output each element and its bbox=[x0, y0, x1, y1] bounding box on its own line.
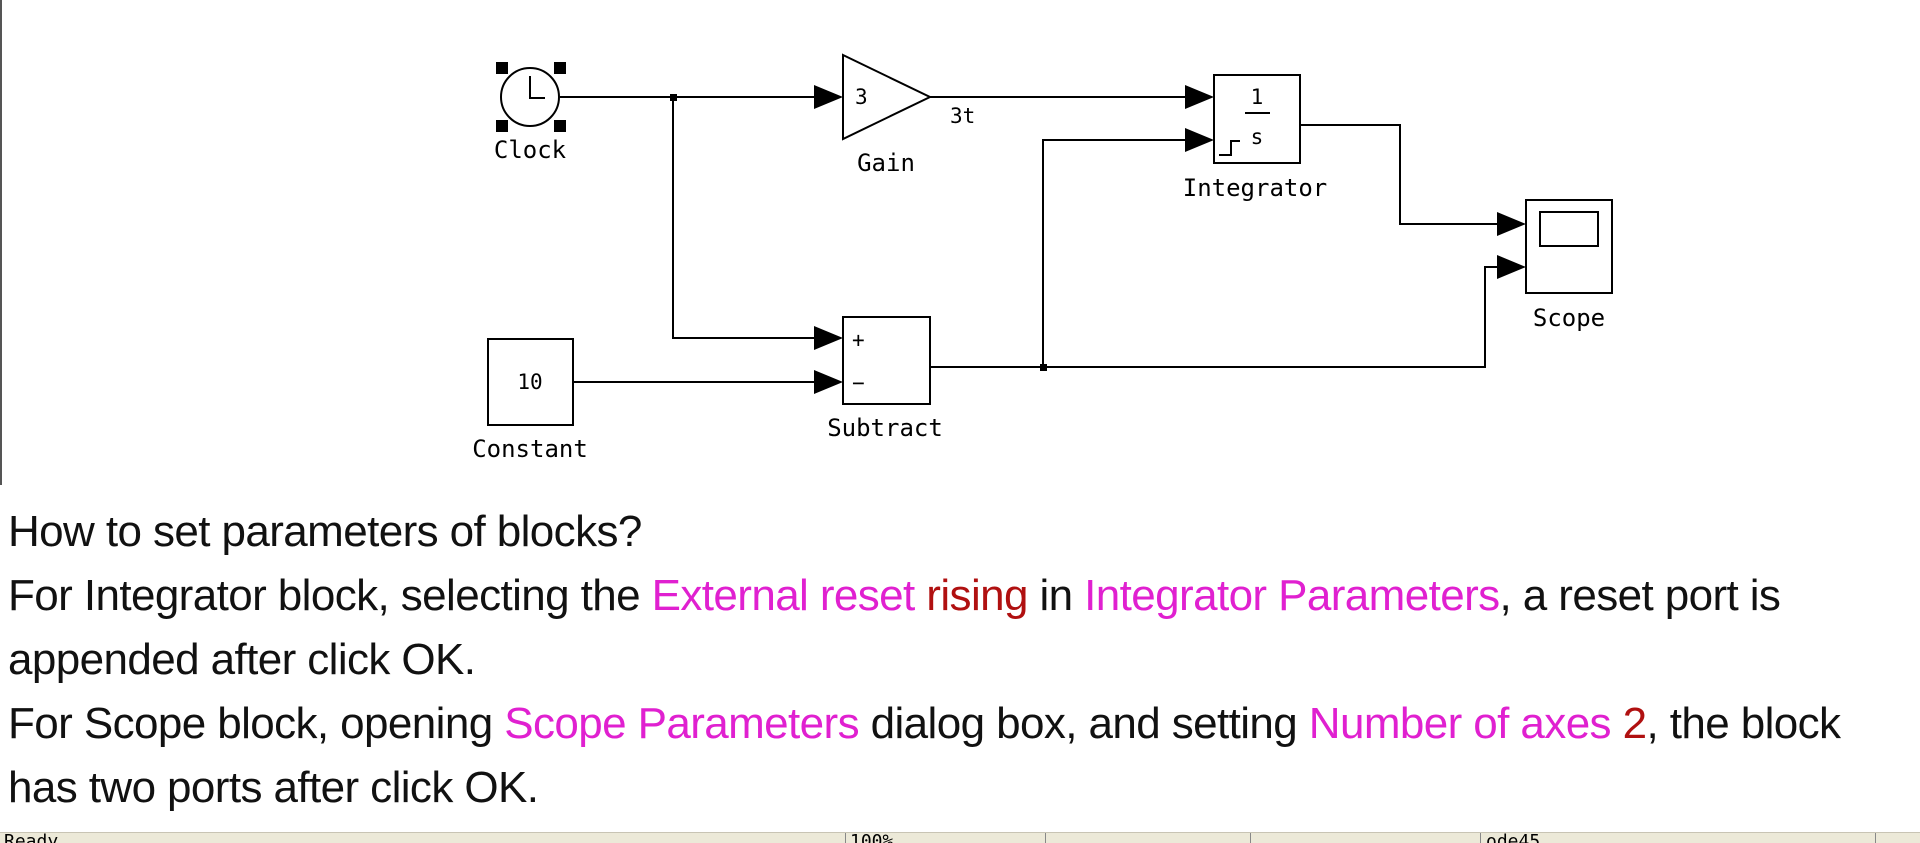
signal-integrator-to-scope bbox=[1300, 124, 1505, 225]
subtract-box bbox=[842, 316, 931, 405]
reset-rising-edge-icon bbox=[1219, 140, 1240, 156]
explanation-text: How to set parameters of blocks? For Int… bbox=[8, 500, 1913, 820]
constant-box bbox=[487, 338, 574, 426]
gain-block[interactable]: 3 Gain 3t bbox=[842, 53, 975, 177]
integrator-parameters-term: Integrator Parameters bbox=[1084, 571, 1500, 620]
status-divider bbox=[1875, 833, 1876, 843]
signal-subtract-to-scope bbox=[930, 266, 1505, 368]
status-text: Ready bbox=[4, 833, 824, 843]
arrow-integrator-reset-in bbox=[1185, 128, 1214, 152]
integrator-text-2: in bbox=[1027, 571, 1085, 620]
constant-label: Constant bbox=[472, 435, 588, 463]
signal-clock-branch-to-subtract bbox=[672, 97, 825, 339]
scope-screen-icon bbox=[1539, 211, 1599, 247]
zoom-level: 100% bbox=[850, 833, 1000, 843]
integrator-numerator: 1 bbox=[1251, 85, 1264, 109]
model-canvas[interactable]: Clock 3 Gain 3t 1 s Integrator Scope 10 bbox=[0, 0, 1920, 485]
question-heading: How to set parameters of blocks? bbox=[8, 507, 642, 556]
gain-triangle bbox=[842, 53, 933, 141]
gain-output-signal-label: 3t bbox=[950, 104, 975, 128]
arrow-gain-in bbox=[814, 85, 843, 109]
clock-label: Clock bbox=[494, 136, 567, 164]
subtract-minus-sign: − bbox=[852, 371, 865, 395]
arrow-scope-in-2 bbox=[1497, 255, 1526, 279]
selection-handle-bottom-right bbox=[554, 120, 566, 132]
status-divider bbox=[845, 833, 846, 843]
status-divider bbox=[1480, 833, 1481, 843]
scope-text-1: For Scope block, opening bbox=[8, 699, 505, 748]
integrator-box bbox=[1213, 74, 1301, 164]
signal-lines bbox=[560, 96, 1505, 383]
subtract-plus-sign: + bbox=[852, 328, 865, 352]
number-of-axes-term: Number of axes bbox=[1308, 699, 1612, 748]
arrow-integrator-in bbox=[1185, 85, 1214, 109]
clock-block[interactable]: Clock bbox=[494, 62, 567, 164]
scope-text-3: , the block has two ports after click OK… bbox=[8, 699, 1841, 812]
subtract-label: Subtract bbox=[827, 414, 943, 442]
integrator-explanation: For Integrator block, selecting the Exte… bbox=[8, 564, 1913, 692]
subtract-block[interactable]: + − Subtract bbox=[827, 316, 943, 442]
integrator-text-1: For Integrator block, selecting the bbox=[8, 571, 652, 620]
scope-text-2: dialog box, and setting bbox=[859, 699, 1309, 748]
gain-label: Gain bbox=[857, 149, 915, 177]
port-arrows bbox=[814, 85, 1526, 394]
signal-subtract-branch-to-integrator-reset bbox=[1042, 139, 1192, 367]
integrator-label: Integrator bbox=[1183, 174, 1328, 202]
canvas-left-border bbox=[0, 0, 2, 485]
status-divider bbox=[1250, 833, 1251, 843]
branch-points bbox=[670, 94, 1047, 371]
constant-value: 10 bbox=[517, 370, 542, 394]
external-reset-term: External reset bbox=[651, 571, 916, 620]
clock-hands-icon bbox=[529, 76, 545, 99]
scope-block[interactable]: Scope bbox=[1525, 199, 1613, 332]
integrator-text-3: , a reset port is appended after click O… bbox=[8, 571, 1781, 684]
selection-handle-bottom-left bbox=[496, 120, 508, 132]
integrator-block[interactable]: 1 s Integrator bbox=[1183, 74, 1328, 202]
arrow-scope-in-1 bbox=[1497, 212, 1526, 236]
constant-block[interactable]: 10 Constant bbox=[472, 338, 588, 463]
axes-count-value: 2 bbox=[1610, 699, 1647, 748]
block-diagram: Clock 3 Gain 3t 1 s Integrator Scope 10 bbox=[472, 53, 1613, 463]
rising-value: rising bbox=[914, 571, 1028, 620]
selection-handle-top-left bbox=[496, 62, 508, 74]
solver-name: ode45 bbox=[1486, 833, 1866, 843]
scope-explanation: For Scope block, opening Scope Parameter… bbox=[8, 692, 1913, 820]
arrow-subtract-plus-in bbox=[814, 326, 843, 350]
branch-point-subtract bbox=[1040, 364, 1047, 371]
status-divider bbox=[1045, 833, 1046, 843]
branch-point-clock bbox=[670, 94, 677, 101]
integrator-denominator: s bbox=[1251, 125, 1264, 149]
scope-parameters-term: Scope Parameters bbox=[504, 699, 859, 748]
gain-value: 3 bbox=[855, 85, 868, 109]
status-bar: Ready 100% ode45 bbox=[0, 832, 1920, 843]
scope-label: Scope bbox=[1533, 304, 1605, 332]
arrow-subtract-minus-in bbox=[814, 370, 843, 394]
selection-handle-top-right bbox=[554, 62, 566, 74]
